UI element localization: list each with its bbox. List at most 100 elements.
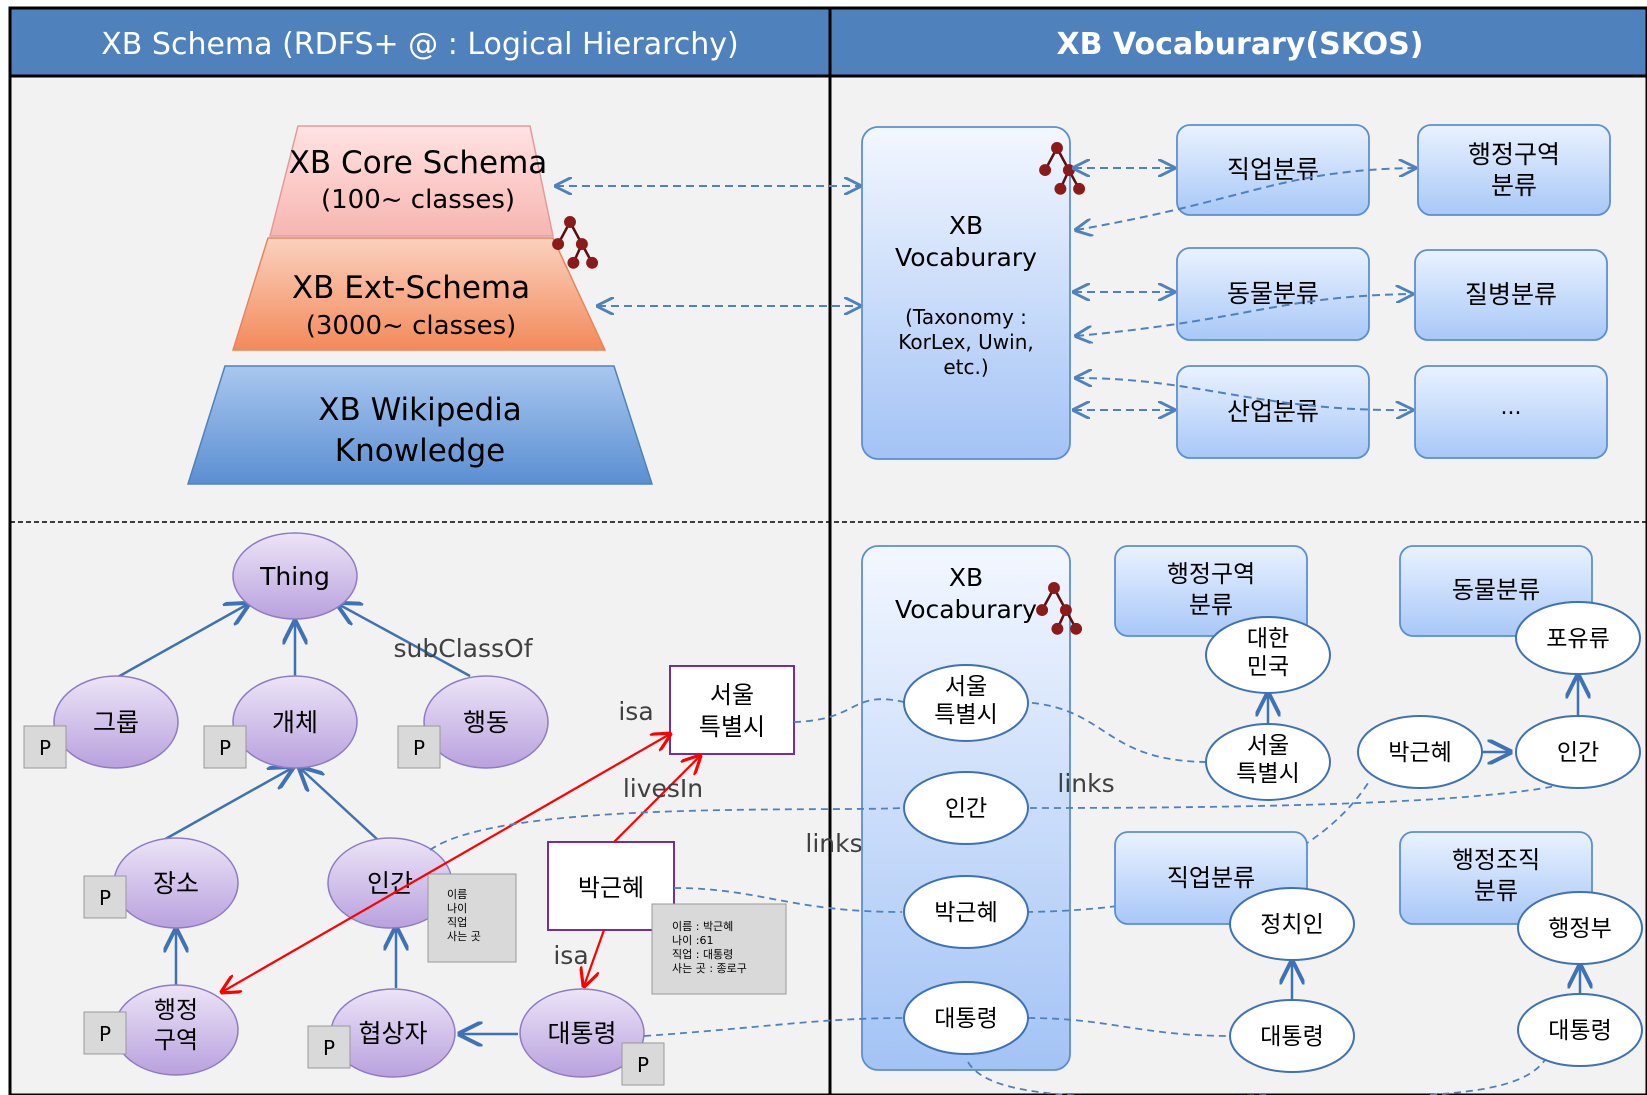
politician-label: 정치인 — [1260, 912, 1323, 938]
admin-area-class-label1: 행정구역 — [1468, 140, 1560, 169]
park-instance-label: 박근혜 — [578, 874, 644, 902]
isa-top-label: isa — [618, 697, 653, 726]
mammal-label: 포유류 — [1546, 626, 1609, 652]
vocab-top-note2: KorLex, Uwin, — [898, 330, 1033, 354]
admin-dept-label: 행정부 — [1548, 916, 1611, 942]
vocab-human-label: 인간 — [945, 796, 987, 822]
wikipedia-title-line1: XB Wikipedia — [318, 392, 522, 428]
links-right-label: links — [1057, 769, 1114, 798]
seoul-instance-box — [669, 665, 795, 755]
group-label: 그룹 — [93, 708, 139, 737]
action-to-thing — [338, 604, 471, 678]
vocab-bottom-title1: XB — [949, 563, 983, 592]
core-schema-title: XB Core Schema — [289, 145, 548, 181]
vocab-park-label: 박근혜 — [934, 900, 997, 926]
korea-label1: 대한 — [1247, 626, 1289, 652]
human-note-line1: 이름 — [447, 888, 467, 901]
president-right-node — [1517, 993, 1643, 1067]
vocab-president-node — [903, 981, 1029, 1055]
animal-disease-link — [1076, 294, 1412, 336]
group-node — [53, 675, 179, 769]
politician-node — [1229, 887, 1355, 961]
disease-class-label: 질병분류 — [1465, 280, 1557, 309]
p-badge-admin-area: P — [83, 1011, 127, 1055]
admin-area-label2: 구역 — [154, 1026, 198, 1054]
seoul-instance-label2: 특별시 — [699, 713, 765, 741]
president-left-node — [1229, 999, 1355, 1073]
park-note-line1: 이름 : 박근혜 — [672, 920, 733, 933]
more-class-label: ... — [1501, 395, 1522, 420]
admin-org-label1: 행정조직 — [1452, 846, 1540, 874]
vocab-top-title1: XB — [949, 211, 983, 240]
park-right-label: 박근혜 — [1388, 740, 1451, 766]
action-label: 행동 — [463, 708, 509, 737]
svg-text:P: P — [637, 1053, 649, 1077]
group-to-thing — [115, 604, 248, 680]
right-header-title: XB Vocaburary(SKOS) — [1057, 27, 1424, 62]
seoul-right-label1: 서울 — [1247, 733, 1289, 759]
human-attribute-note — [427, 873, 517, 963]
park-note-line4: 사는 곳 : 종로구 — [672, 962, 747, 975]
wikipedia-title-line2: Knowledge — [335, 433, 505, 469]
vocab-top-note3: etc.) — [943, 355, 988, 379]
human-label: 인간 — [367, 869, 413, 898]
human-right-label: 인간 — [1557, 740, 1599, 766]
admin-area-class-box — [1417, 124, 1611, 216]
livesin-label: livesIn — [623, 774, 703, 803]
wikipedia-knowledge-layer — [186, 365, 654, 485]
core-schema-sub: (100~ classes) — [321, 185, 515, 215]
vocab-human-node — [903, 771, 1029, 845]
entity-label: 개체 — [272, 708, 318, 737]
seoul-right-label2: 특별시 — [1236, 761, 1299, 787]
park-livesin-seoul-arrow — [613, 756, 700, 843]
p-badge-president: P — [621, 1042, 665, 1086]
park-isa-president-arrow — [584, 929, 606, 986]
links-left-label: links — [805, 829, 862, 858]
thing-label: Thing — [259, 562, 330, 591]
ext-schema-title: XB Ext-Schema — [292, 270, 530, 306]
human-node-right — [1515, 715, 1641, 789]
human-note-line3: 직업 — [447, 916, 467, 929]
p-badge-action: P — [397, 725, 441, 769]
svg-text:P: P — [99, 886, 111, 910]
vocab-seoul-node — [903, 664, 1029, 742]
vocab-top-note1: (Taxonomy : — [905, 305, 1027, 329]
animal-box-label: 동물분류 — [1452, 576, 1540, 604]
disease-class-box — [1414, 249, 1608, 341]
subclassof-label: subClassOf — [394, 634, 534, 663]
ext-schema-layer — [231, 237, 607, 351]
korea-label2: 민국 — [1247, 654, 1289, 680]
admin-area-box-label1: 행정구역 — [1167, 560, 1255, 588]
place-label: 장소 — [153, 869, 199, 898]
left-header-title: XB Schema (RDFS+ @ : Logical Hierarchy) — [101, 27, 738, 62]
svg-text:P: P — [413, 736, 425, 760]
job-admin-link — [1076, 168, 1415, 230]
job-class-label: 직업분류 — [1227, 155, 1319, 184]
vocab-seoul-label1: 서울 — [945, 674, 987, 700]
admin-org-label2: 분류 — [1474, 877, 1518, 905]
admin-area-box-label2: 분류 — [1189, 591, 1233, 619]
p-badge-negotiator: P — [307, 1025, 351, 1069]
admin-area-box-bottom — [1114, 545, 1308, 637]
isa-bottom-label: isa — [553, 941, 588, 970]
more-class-box — [1414, 365, 1608, 459]
p-badge-place: P — [83, 875, 127, 919]
p-badge-group: P — [23, 725, 67, 769]
vocab-bottom-title2: Vocaburary — [895, 595, 1037, 624]
mammal-node — [1515, 601, 1641, 675]
svg-text:P: P — [323, 1036, 335, 1060]
human-note-line4: 사는 곳 — [447, 930, 481, 943]
vocab-top-box — [861, 126, 1071, 460]
park-note-line3: 직업 : 대통령 — [672, 948, 733, 961]
thing-node — [232, 532, 358, 620]
vocab-seoul-label2: 특별시 — [934, 702, 997, 728]
park-node-right — [1357, 715, 1483, 789]
seoul-node-right — [1205, 723, 1331, 801]
admin-area-label1: 행정 — [154, 996, 198, 1024]
vocab-president-label: 대통령 — [934, 1006, 997, 1032]
park-note-line2: 나이 :61 — [672, 934, 713, 947]
president-label: 대통령 — [547, 1019, 616, 1048]
core-schema-layer — [269, 125, 554, 237]
president-right-label: 대통령 — [1548, 1018, 1611, 1044]
seoul-isa-admin-arrow — [222, 734, 670, 992]
